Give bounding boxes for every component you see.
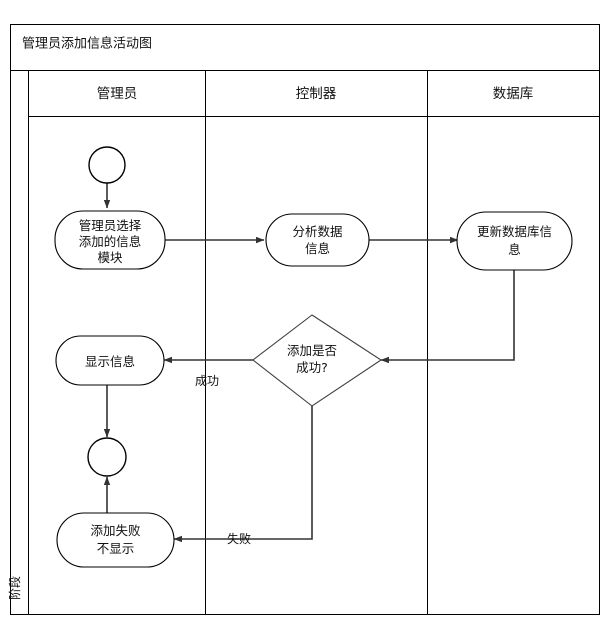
activity-show-info[interactable]: 显示信息 — [55, 335, 165, 386]
lane-header-database: 数据库 — [493, 86, 534, 102]
activity-select-module-line-1: 管理员选择 — [79, 218, 142, 233]
activity-update-database-line-1: 更新数据库信 — [477, 224, 552, 239]
activity-analyze-data[interactable]: 分析数据 信息 — [265, 213, 370, 267]
diagram-frame — [10, 24, 600, 615]
edge-label-success: 成功 — [195, 374, 219, 388]
activity-analyze-data-line-1: 分析数据 — [292, 224, 342, 239]
activity-add-failed-line-2: 不显示 — [97, 541, 135, 556]
edge-update-db-to-decision — [380, 270, 515, 364]
decision-add-success[interactable]: 添加是否 成功? — [252, 314, 382, 407]
activity-analyze-data-line-2: 信息 — [305, 241, 330, 256]
decision-add-success-line-2: 成功? — [296, 360, 328, 375]
activity-show-info-line-1: 显示信息 — [85, 354, 135, 369]
activity-add-failed[interactable]: 添加失败 不显示 — [56, 512, 175, 568]
phase-label: 阶段 — [7, 576, 22, 600]
edge-label-failure: 失败 — [227, 531, 251, 546]
edge-decision-to-add-failed — [173, 406, 313, 543]
activity-add-failed-line-1: 添加失败 — [90, 523, 141, 538]
activity-select-module-line-3: 模块 — [97, 250, 123, 265]
lane-header-controller: 控制器 — [296, 86, 337, 102]
end-node[interactable] — [87, 437, 127, 477]
activity-update-database-line-2: 息 — [508, 242, 521, 257]
activity-select-module-line-2: 添加的信息 — [79, 234, 142, 249]
decision-add-success-line-1: 添加是否 — [287, 343, 337, 358]
start-node[interactable] — [88, 146, 126, 184]
lane-header-admin: 管理员 — [97, 86, 138, 102]
activity-select-module[interactable]: 管理员选择 添加的信息 模块 — [54, 210, 166, 270]
activity-update-database[interactable]: 更新数据库信 息 — [456, 211, 573, 271]
diagram-title: 管理员添加信息活动图 — [22, 36, 152, 52]
